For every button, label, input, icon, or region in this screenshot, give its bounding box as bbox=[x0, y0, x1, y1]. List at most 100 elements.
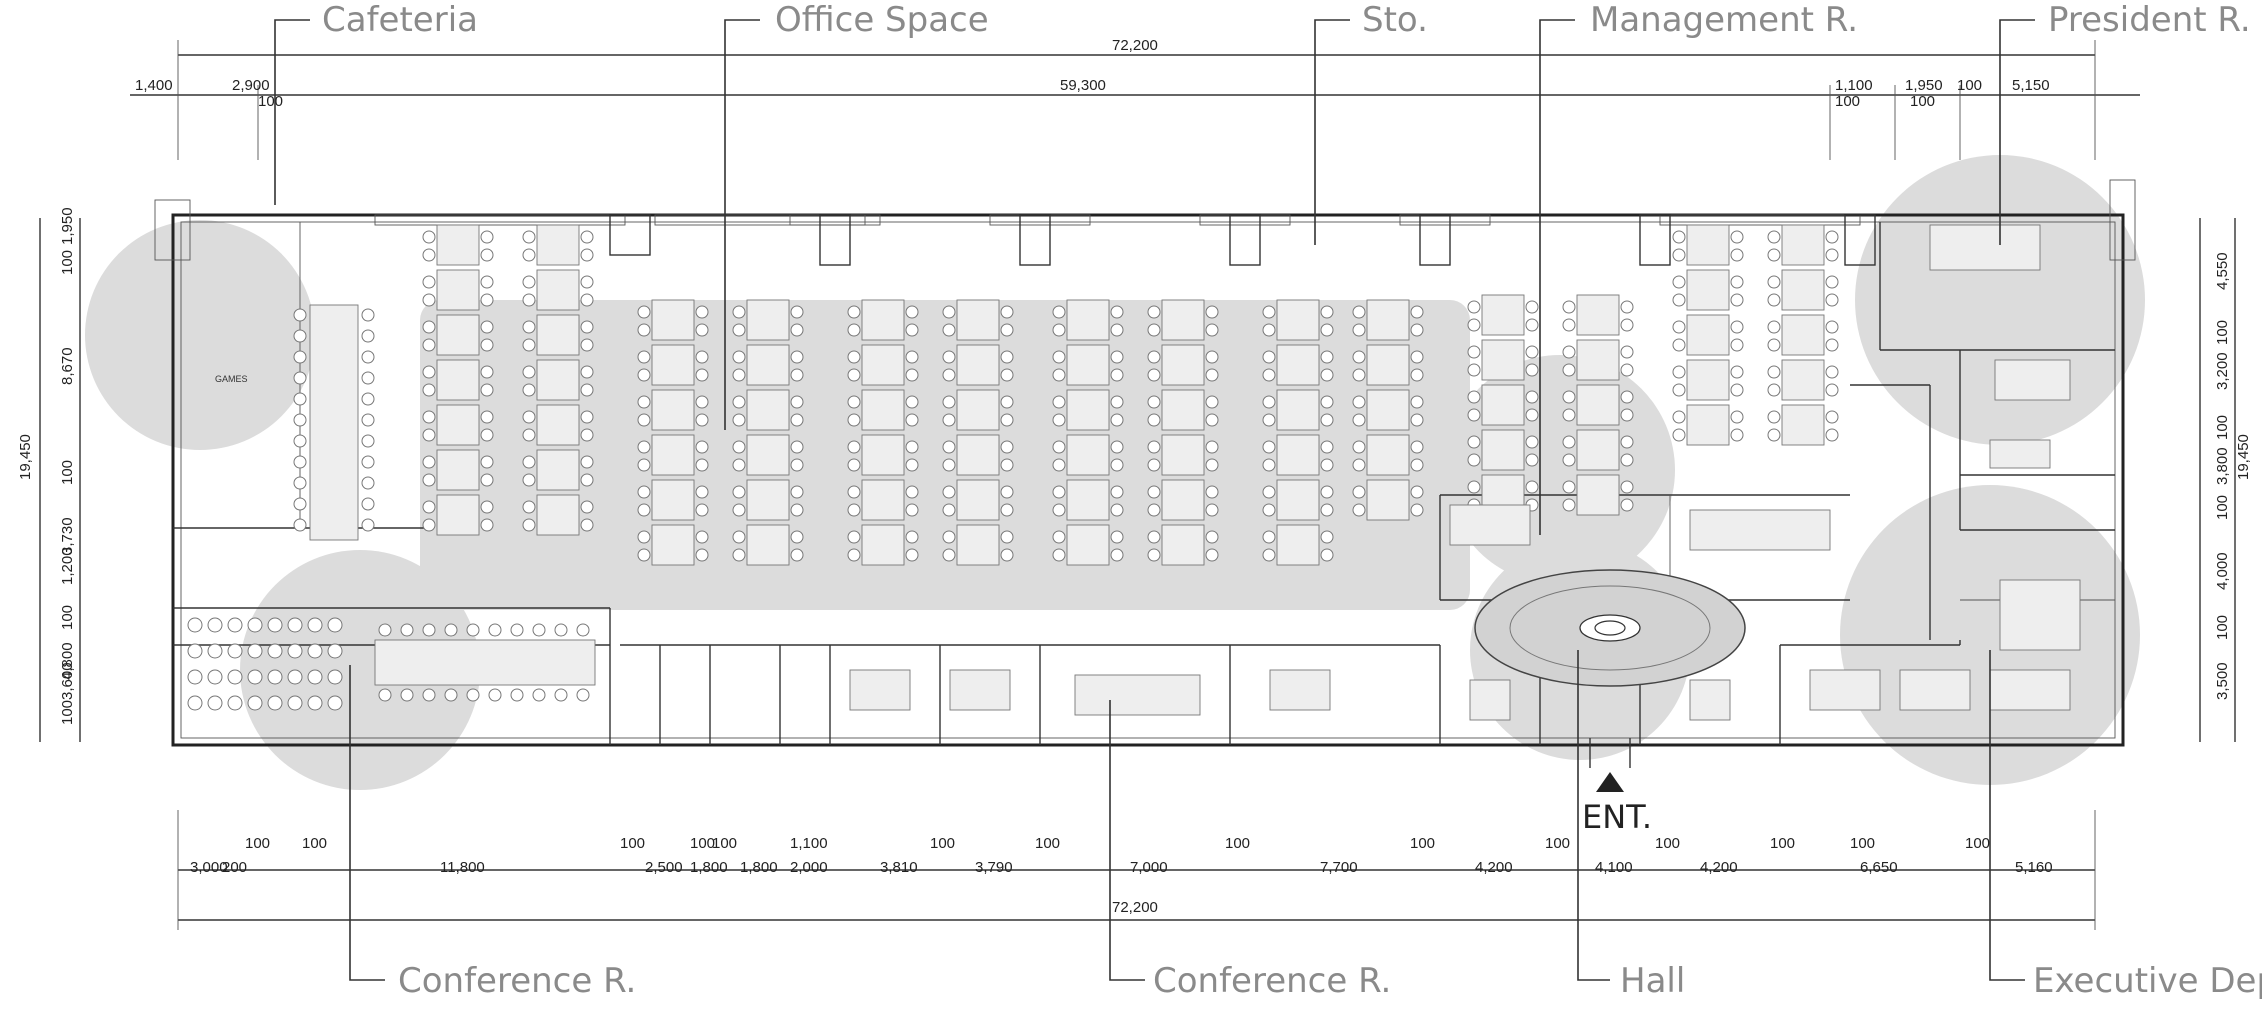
chair bbox=[637, 440, 651, 454]
chair bbox=[1525, 363, 1539, 377]
chair bbox=[1110, 485, 1124, 499]
president-table bbox=[1929, 224, 2041, 271]
desk-cluster bbox=[1066, 299, 1110, 341]
chair bbox=[1352, 323, 1366, 337]
chair bbox=[790, 305, 804, 319]
chair bbox=[1467, 300, 1481, 314]
desk-cluster bbox=[1481, 429, 1525, 471]
chair bbox=[637, 323, 651, 337]
chair bbox=[637, 368, 651, 382]
desk-cluster bbox=[436, 494, 480, 536]
chair bbox=[1352, 368, 1366, 382]
chair bbox=[532, 688, 546, 702]
chair bbox=[1000, 503, 1014, 517]
dim-bottom-small: 100 bbox=[930, 835, 955, 852]
desk-cluster bbox=[1276, 344, 1320, 386]
chair bbox=[1110, 530, 1124, 544]
chair bbox=[1467, 345, 1481, 359]
chair bbox=[1672, 320, 1686, 334]
cafeteria-zone bbox=[85, 220, 315, 450]
chair bbox=[1205, 458, 1219, 472]
office-desk-clusters bbox=[422, 224, 1839, 566]
desk-cluster bbox=[1686, 404, 1730, 446]
chair bbox=[847, 530, 861, 544]
chair bbox=[942, 368, 956, 382]
top-dimensions: 72,200 59,300 1,400 2,900 100 1,100 100 … bbox=[130, 37, 2140, 160]
svg-text:5,150: 5,150 bbox=[2012, 77, 2050, 94]
chair bbox=[1410, 323, 1424, 337]
desk-cluster bbox=[1576, 339, 1620, 381]
chair bbox=[480, 248, 494, 262]
chair bbox=[1467, 480, 1481, 494]
chair bbox=[1147, 458, 1161, 472]
chair bbox=[790, 548, 804, 562]
chair bbox=[1525, 318, 1539, 332]
chair bbox=[187, 617, 203, 633]
dim-bottom-segment: 11,800 bbox=[440, 859, 485, 876]
chair bbox=[1620, 300, 1634, 314]
chair bbox=[580, 320, 594, 334]
desk-cluster bbox=[436, 314, 480, 356]
chair bbox=[1562, 300, 1576, 314]
chair bbox=[287, 695, 303, 711]
chair bbox=[695, 413, 709, 427]
desk-cluster bbox=[746, 344, 790, 386]
chair bbox=[1320, 323, 1334, 337]
chair bbox=[444, 688, 458, 702]
chair bbox=[480, 365, 494, 379]
dim-bottom-small: 100 bbox=[712, 835, 737, 852]
chair bbox=[790, 440, 804, 454]
chair bbox=[293, 350, 307, 364]
desk-cluster bbox=[1366, 389, 1410, 431]
label-conference-left: Conference R. bbox=[398, 961, 636, 1001]
chair bbox=[422, 455, 436, 469]
dim-bottom-small: 100 bbox=[1410, 835, 1435, 852]
chair bbox=[1262, 323, 1276, 337]
label-cafeteria: Cafeteria bbox=[322, 0, 478, 40]
chair bbox=[1110, 548, 1124, 562]
desk-cluster bbox=[1276, 299, 1320, 341]
chair bbox=[1672, 428, 1686, 442]
conference-table-mid bbox=[1074, 674, 1201, 716]
chair bbox=[1410, 458, 1424, 472]
chair bbox=[732, 305, 746, 319]
desk-cluster bbox=[536, 269, 580, 311]
chair bbox=[522, 248, 536, 262]
chair bbox=[637, 548, 651, 562]
chair bbox=[267, 669, 283, 685]
chair bbox=[307, 617, 323, 633]
chair bbox=[637, 413, 651, 427]
chair bbox=[847, 305, 861, 319]
desk-cluster bbox=[1781, 404, 1825, 446]
desk-cluster bbox=[861, 479, 905, 521]
chair bbox=[695, 395, 709, 409]
outer-wall bbox=[171, 213, 2125, 747]
svg-text:100: 100 bbox=[258, 93, 283, 110]
chair bbox=[247, 643, 263, 659]
chair bbox=[695, 530, 709, 544]
chair bbox=[905, 395, 919, 409]
dim-bottom-segment: 4,200 bbox=[1475, 859, 1513, 876]
chair bbox=[293, 392, 307, 406]
chair bbox=[1620, 408, 1634, 422]
dim-left-segment: 100 bbox=[59, 700, 76, 725]
chair bbox=[1147, 548, 1161, 562]
chair bbox=[1205, 548, 1219, 562]
chair bbox=[307, 669, 323, 685]
left-segment-labels: 1,9501008,6701003,7301,2001004,8003,6001… bbox=[59, 207, 76, 725]
chair bbox=[207, 643, 223, 659]
svg-text:1,950: 1,950 bbox=[1905, 77, 1943, 94]
dim-bottom-segment: 3,000 bbox=[190, 859, 228, 876]
chair bbox=[847, 413, 861, 427]
chair bbox=[1320, 440, 1334, 454]
chair bbox=[522, 518, 536, 532]
chair bbox=[847, 368, 861, 382]
chair bbox=[732, 350, 746, 364]
chair bbox=[1620, 498, 1634, 512]
chair bbox=[1110, 323, 1124, 337]
dim-right-segment: 100 bbox=[2214, 615, 2231, 640]
chair bbox=[1620, 453, 1634, 467]
chair bbox=[1767, 410, 1781, 424]
chair bbox=[522, 473, 536, 487]
